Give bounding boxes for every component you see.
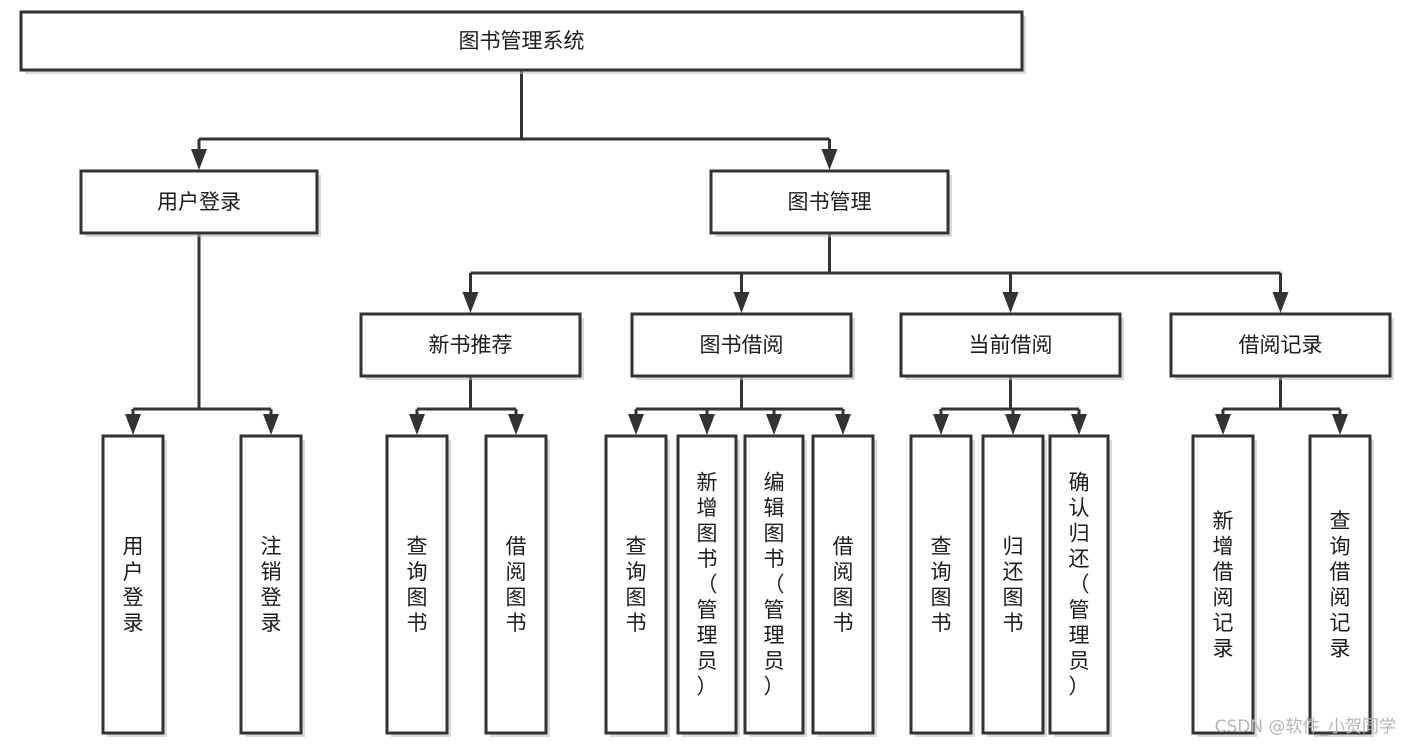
node-box[interactable] <box>79 169 319 235</box>
node-leaf-borrow-book[interactable]: 借阅图书 <box>811 434 877 737</box>
connector-group-root <box>191 70 838 170</box>
nodes-layer: 图书管理系统用户登录图书管理新书推荐图书借阅当前借阅借阅记录用户登录注销登录查询… <box>19 10 1394 737</box>
node-user-login[interactable]: 用户登录 <box>79 169 321 237</box>
node-box[interactable] <box>630 312 853 378</box>
node-box[interactable] <box>1048 434 1110 735</box>
node-label: 归还图书 <box>1003 534 1024 635</box>
node-leaf-confirm-return[interactable]: 确认归还（管理员） <box>1048 434 1112 737</box>
node-label: 借阅图书 <box>833 534 854 635</box>
arrow-head-icon <box>1272 292 1289 313</box>
node-book-borrow[interactable]: 图书借阅 <box>630 312 855 380</box>
node-label: 新增借阅记录 <box>1213 509 1234 661</box>
arrow-head-icon <box>263 414 279 435</box>
arrow-head-icon <box>628 414 644 435</box>
csdn-watermark: CSDN @软件_小贺同学 <box>1215 717 1396 737</box>
connector-group-new-book-rec <box>409 376 524 435</box>
node-box[interactable] <box>484 434 548 735</box>
node-label: 查询图书 <box>931 534 952 635</box>
arrow-head-icon <box>1332 414 1348 435</box>
arrow-head-icon <box>1002 292 1019 313</box>
node-label: 当前借阅 <box>969 333 1053 357</box>
node-leaf-query-record[interactable]: 查询借阅记录 <box>1308 434 1374 737</box>
arrow-head-icon <box>1215 414 1231 435</box>
node-borrow-record[interactable]: 借阅记录 <box>1169 312 1394 380</box>
node-box[interactable] <box>1308 434 1372 735</box>
arrow-head-icon <box>1005 414 1021 435</box>
arrow-head-icon <box>191 149 207 170</box>
node-box[interactable] <box>604 434 668 735</box>
node-leaf-return-book[interactable]: 归还图书 <box>981 434 1047 737</box>
connectors-layer <box>125 70 1348 435</box>
node-box[interactable] <box>743 434 805 735</box>
node-box[interactable] <box>239 434 303 735</box>
node-label: 图书管理 <box>788 190 872 214</box>
node-leaf-query-book-current[interactable]: 查询图书 <box>909 434 975 737</box>
node-box[interactable] <box>811 434 875 735</box>
node-box[interactable] <box>676 434 738 735</box>
node-leaf-add-record[interactable]: 新增借阅记录 <box>1191 434 1257 737</box>
node-leaf-borrow-book-rec[interactable]: 借阅图书 <box>484 434 550 737</box>
node-box[interactable] <box>709 169 950 235</box>
arrow-head-icon <box>462 292 479 313</box>
node-box[interactable] <box>981 434 1045 735</box>
node-box[interactable] <box>1169 312 1392 378</box>
node-label: 新增图书（管理员） <box>697 471 718 699</box>
node-current-borrow[interactable]: 当前借阅 <box>899 312 1124 380</box>
node-leaf-add-book[interactable]: 新增图书（管理员） <box>676 434 740 737</box>
node-leaf-query-book-rec[interactable]: 查询图书 <box>385 434 451 737</box>
node-leaf-edit-book[interactable]: 编辑图书（管理员） <box>743 434 807 737</box>
node-leaf-user-login[interactable]: 用户登录 <box>101 434 167 737</box>
node-leaf-user-logout[interactable]: 注销登录 <box>239 434 305 737</box>
arrow-head-icon <box>733 292 750 313</box>
connector-group-current-borrow <box>933 376 1087 435</box>
node-box[interactable] <box>1191 434 1255 735</box>
arrow-head-icon <box>125 414 141 435</box>
connector-group-book-borrow <box>628 376 851 435</box>
node-box[interactable] <box>909 434 973 735</box>
node-label: 注销登录 <box>261 534 282 635</box>
node-root[interactable]: 图书管理系统 <box>19 10 1026 74</box>
node-label: 确认归还（管理员） <box>1069 471 1090 699</box>
node-label: 借阅记录 <box>1239 333 1323 357</box>
node-label: 查询借阅记录 <box>1330 509 1351 661</box>
node-label: 用户登录 <box>123 534 144 635</box>
node-label: 图书借阅 <box>700 333 784 357</box>
connector-group-book-manage <box>462 233 1289 313</box>
node-box[interactable] <box>19 10 1024 72</box>
arrow-head-icon <box>409 414 425 435</box>
arrow-head-icon <box>699 414 715 435</box>
connector-group-borrow-record <box>1215 376 1348 435</box>
node-box[interactable] <box>359 312 582 378</box>
node-new-book-rec[interactable]: 新书推荐 <box>359 312 584 380</box>
node-label: 查询图书 <box>407 534 428 635</box>
node-box[interactable] <box>101 434 165 735</box>
node-label: 查询图书 <box>626 534 647 635</box>
node-book-manage[interactable]: 图书管理 <box>709 169 952 237</box>
arrow-head-icon <box>933 414 949 435</box>
arrow-head-icon <box>508 414 524 435</box>
node-label: 编辑图书（管理员） <box>764 471 785 699</box>
node-leaf-query-book-borrow[interactable]: 查询图书 <box>604 434 670 737</box>
arrow-head-icon <box>766 414 782 435</box>
node-label: 借阅图书 <box>506 534 527 635</box>
node-label: 用户登录 <box>157 190 241 214</box>
arrow-head-icon <box>1071 414 1087 435</box>
connector-group-user-login <box>125 233 279 435</box>
arrow-head-icon <box>835 414 851 435</box>
arrow-head-icon <box>821 149 838 170</box>
node-label: 新书推荐 <box>429 333 513 357</box>
node-box[interactable] <box>899 312 1122 378</box>
node-label: 图书管理系统 <box>459 29 585 53</box>
node-box[interactable] <box>385 434 449 735</box>
